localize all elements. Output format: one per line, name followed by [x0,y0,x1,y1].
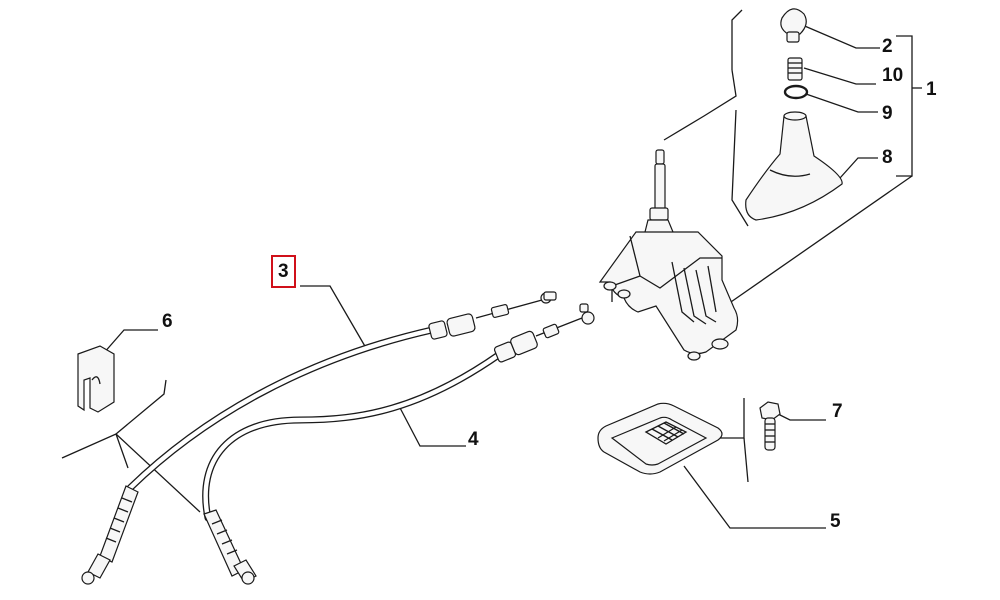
callout-6: 6 [162,311,173,332]
callout-8: 8 [882,147,893,168]
bracket-cable-left [61,433,129,469]
retaining-clip [77,345,115,413]
gasket-plate [597,402,723,475]
bracket-lever-top [731,9,743,70]
bracket-cable-left-b [115,379,167,435]
leader-7 [777,413,826,421]
callout-4: 4 [468,429,479,450]
gear-cable-4 [202,303,595,585]
bracket-lever-low [731,109,749,227]
callout-3-highlighted[interactable]: 3 [271,255,296,288]
shifter-assembly [598,149,739,361]
leader-3 [300,285,367,349]
callout-1: 1 [926,79,937,100]
leader-10 [803,67,876,85]
leader-5 [683,465,826,529]
callout-7: 7 [832,401,843,422]
spring [787,57,803,81]
callout-10: 10 [882,65,904,86]
callout-5: 5 [830,511,841,532]
gear-cable-3 [81,291,557,585]
leader-1-bracket [896,35,913,177]
leader-lines [61,9,922,529]
callout-2: 2 [882,36,893,57]
retaining-ring [783,84,809,100]
bracket-5-7-b [743,437,749,483]
bracket-cable-right [115,433,201,513]
leader-2 [799,23,880,49]
leader-9 [805,93,878,113]
leader-4 [397,403,466,447]
leader-1-to-shifter [727,175,913,305]
leader-8 [839,157,878,179]
gear-boot [745,111,843,221]
bracket-lever-mid [663,69,737,141]
callout-9: 9 [882,103,893,124]
screw [759,401,781,451]
gear-knob [780,8,807,43]
